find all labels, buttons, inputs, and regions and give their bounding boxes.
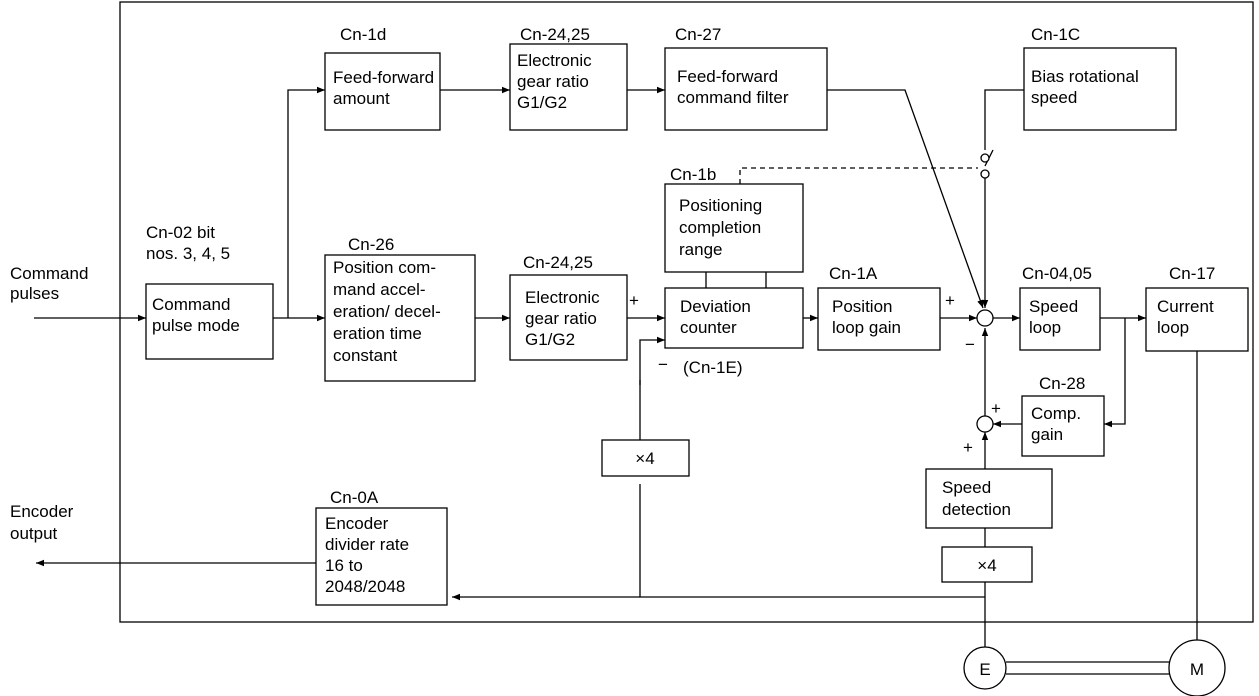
accel-param: Cn-26 (348, 235, 394, 254)
deviation-minus-sign: − (658, 355, 668, 374)
summing-minus-sign: − (965, 335, 975, 354)
mult-right-label: ×4 (977, 556, 996, 575)
speed-loop-param: Cn-04,05 (1022, 264, 1092, 283)
comp-gain-label: Comp.gain (1031, 404, 1081, 444)
deviation-plus-sign: + (629, 291, 639, 310)
accel-label: Position com-mand accel-eration/ decel-e… (333, 258, 441, 365)
comp-gain-param: Cn-28 (1039, 374, 1085, 393)
mult-mid-label: ×4 (635, 449, 654, 468)
switch-contact-upper (980, 153, 990, 163)
switch-contact-lower (980, 169, 990, 179)
main-summing-junction (976, 309, 994, 327)
egear-mid-param: Cn-24,25 (523, 253, 593, 272)
ff-amount-param: Cn-1d (340, 25, 386, 44)
bias-param: Cn-1C (1031, 25, 1080, 44)
accel-block: Position com-mand accel-eration/ decel-e… (324, 235, 476, 382)
feedback-plus-sign-top: + (991, 399, 1001, 418)
enc-div-param: Cn-0A (330, 488, 379, 507)
dev-counter-param: (Cn-1E) (683, 358, 743, 377)
encoder-letter: E (979, 660, 990, 679)
command-pulses-label: Command pulses (10, 264, 93, 303)
summing-plus-sign: + (945, 291, 955, 310)
controller-frame (119, 1, 1254, 623)
motor-symbol: M (1168, 639, 1226, 696)
mult-right-block: ×4 (941, 546, 1033, 583)
feedback-summing-junction (976, 415, 994, 433)
egear-top-param: Cn-24,25 (520, 25, 590, 44)
pos-range-param: Cn-1b (670, 165, 716, 184)
ff-filter-param: Cn-27 (675, 25, 721, 44)
mult-mid-block: ×4 (601, 439, 690, 477)
encoder-output-label: Encoder output (10, 502, 78, 543)
comp-gain-block: Comp.gain Cn-28 (1021, 374, 1105, 457)
feedback-plus-sign-bottom: + (963, 438, 973, 457)
current-loop-param: Cn-17 (1169, 264, 1215, 283)
connection-lines (34, 86, 1198, 675)
encoder-symbol: E (963, 646, 1007, 690)
pos-gain-param: Cn-1A (829, 264, 878, 283)
motor-letter: M (1190, 660, 1204, 679)
